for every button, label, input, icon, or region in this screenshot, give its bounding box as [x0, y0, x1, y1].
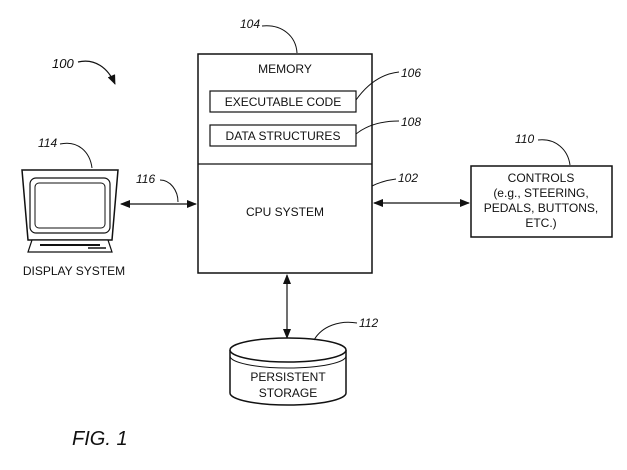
storage-line-1: PERSISTENT: [250, 370, 326, 384]
executable-code-box: [209, 90, 357, 113]
display-link-leader-line: [159, 179, 179, 203]
controls-box: [470, 165, 613, 238]
memory-ref-label: 104: [240, 17, 260, 31]
executable-code-label: EXECUTABLE CODE: [225, 95, 341, 109]
system-ref-label: 100: [52, 56, 74, 71]
display-leader-line: [59, 142, 93, 169]
storage-leader-line: [313, 321, 358, 341]
controls-line-2: PEDALS, BUTTONS,: [484, 201, 598, 215]
controls-ref-label: 110: [515, 132, 534, 146]
storage-ref-label: 112: [359, 316, 378, 330]
display-monitor-icon: [21, 169, 119, 253]
controls-title: CONTROLS: [508, 171, 575, 185]
controls-leader-line: [537, 139, 571, 166]
controls-line-3: ETC.): [525, 216, 556, 230]
data-structures-label: DATA STRUCTURES: [226, 129, 341, 143]
executable-code-ref-label: 106: [401, 66, 421, 80]
memory-leader-line: [261, 25, 298, 54]
system-ref-arrow: [77, 60, 116, 85]
figure-label: FIG. 1: [72, 428, 128, 450]
cpu-system-label: CPU SYSTEM: [246, 205, 324, 219]
memory-title: MEMORY: [258, 62, 312, 76]
display-ref-label: 114: [38, 136, 57, 150]
display-system-label: DISPLAY SYSTEM: [23, 264, 125, 278]
cpu-ref-label: 102: [398, 171, 418, 185]
data-structures-box: [209, 124, 357, 147]
persistent-storage-cylinder: [229, 337, 347, 406]
controls-line-1: (e.g., STEERING,: [493, 186, 588, 200]
data-structures-leader-line: [355, 120, 400, 135]
storage-line-2: STORAGE: [259, 386, 317, 400]
executable-code-leader-line: [355, 71, 400, 101]
display-link-ref-label: 116: [136, 172, 155, 186]
data-structures-ref-label: 108: [401, 115, 421, 129]
cpu-leader-line: [371, 178, 397, 187]
